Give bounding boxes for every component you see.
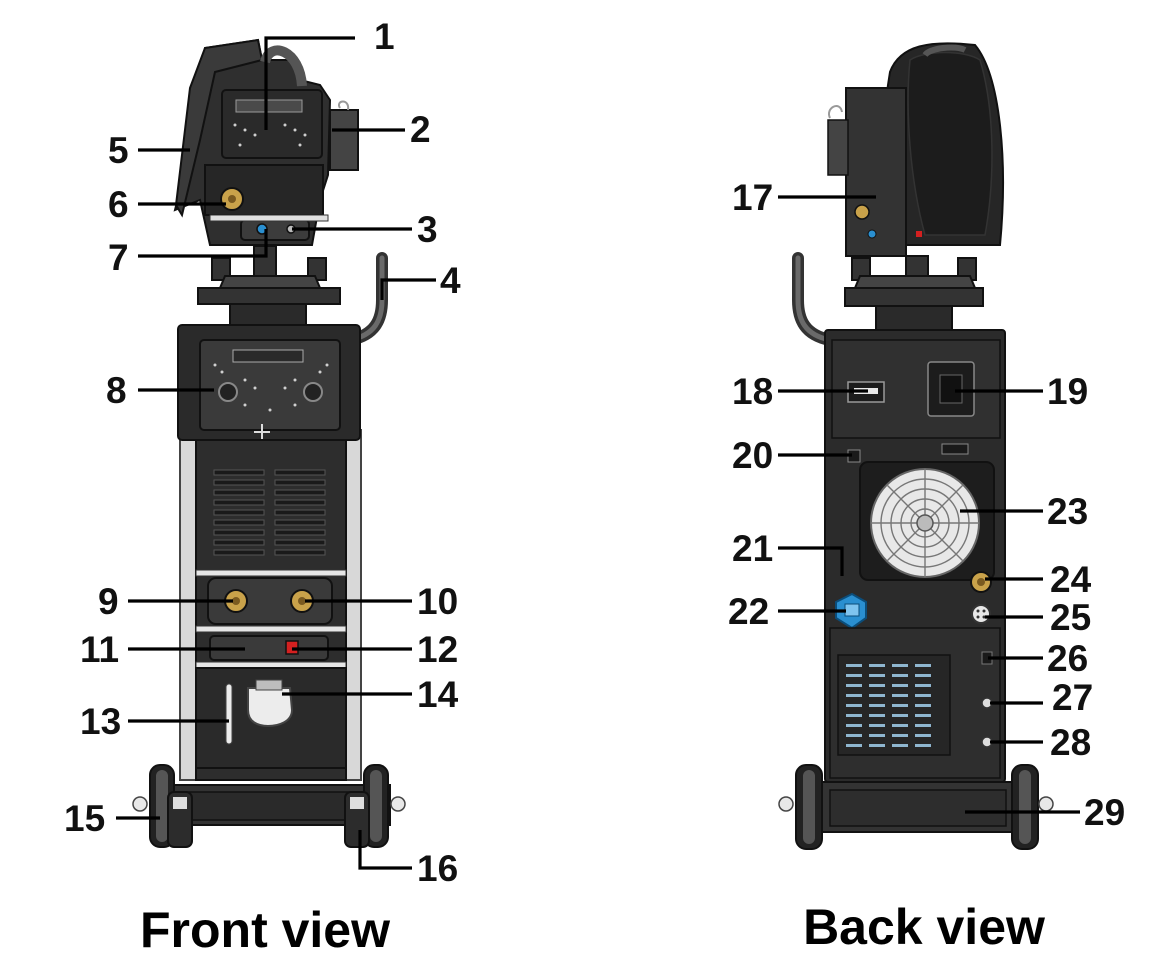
front-vent-left	[213, 469, 265, 556]
front-view-machine	[132, 38, 406, 848]
callout-28: 28	[1050, 722, 1091, 763]
callout-8: 8	[106, 370, 127, 411]
callout-13: 13	[80, 701, 121, 742]
callout-24: 24	[1050, 559, 1092, 600]
back-view-machine	[778, 42, 1054, 850]
callout-9: 9	[98, 581, 119, 622]
front-right-knob	[303, 382, 323, 402]
callout-10: 10	[417, 581, 458, 622]
callout-27: 27	[1052, 677, 1093, 718]
back-feeder-connector	[854, 204, 870, 220]
leader-lines	[116, 36, 1080, 870]
front-left-rail	[179, 429, 197, 781]
back-carrying-handle	[792, 252, 836, 346]
callout-18: 18	[732, 371, 773, 412]
callout-11: 11	[80, 629, 119, 670]
callout-29: 29	[1084, 792, 1125, 833]
front-vent-right	[274, 469, 326, 556]
back-view-caption: Back view	[803, 899, 1045, 955]
front-rotating-support	[197, 287, 341, 305]
front-left-knob	[218, 382, 238, 402]
leader-4	[380, 278, 436, 300]
front-feeder-display	[235, 99, 303, 113]
leader-1	[264, 36, 355, 130]
callout-17: 17	[732, 177, 773, 218]
callout-1: 1	[374, 16, 395, 57]
callout-15: 15	[64, 798, 105, 839]
front-feeder-lower-body	[204, 164, 324, 216]
back-feeder-body	[845, 87, 907, 257]
back-round-connector	[971, 604, 991, 624]
callout-26: 26	[1047, 638, 1088, 679]
leader-21	[778, 546, 844, 576]
front-right-rail	[344, 429, 362, 781]
callout-4: 4	[440, 260, 461, 301]
front-control-display	[232, 349, 304, 363]
callout-21: 21	[732, 528, 773, 569]
front-view-caption: Front view	[140, 902, 390, 958]
callout-20: 20	[732, 435, 773, 476]
leader-7	[138, 229, 268, 258]
back-rotating-support	[844, 287, 984, 307]
callout-5: 5	[108, 130, 129, 171]
callout-6: 6	[108, 184, 129, 225]
front-feeder-side-bracket	[329, 109, 359, 171]
callout-2: 2	[410, 109, 431, 150]
front-bottle-strap	[225, 683, 233, 745]
front-spool-cover	[174, 38, 264, 218]
callout-14: 14	[417, 674, 459, 715]
callout-16: 16	[417, 848, 458, 889]
callout-7: 7	[108, 237, 129, 278]
front-gas-bottle	[247, 687, 294, 728]
callout-12: 12	[417, 629, 458, 670]
front-feeder-hook	[338, 100, 350, 111]
callout-numbers: 1 2 3 4 5 6 7 8 9 10 11 12 13 14 15 16 1…	[64, 16, 1125, 889]
back-lower-vent-slots	[846, 664, 931, 747]
callout-3: 3	[417, 209, 438, 250]
callout-22: 22	[728, 591, 769, 632]
callout-19: 19	[1047, 371, 1088, 412]
callout-23: 23	[1047, 491, 1088, 532]
leader-16	[358, 830, 412, 870]
callout-25: 25	[1050, 597, 1091, 638]
